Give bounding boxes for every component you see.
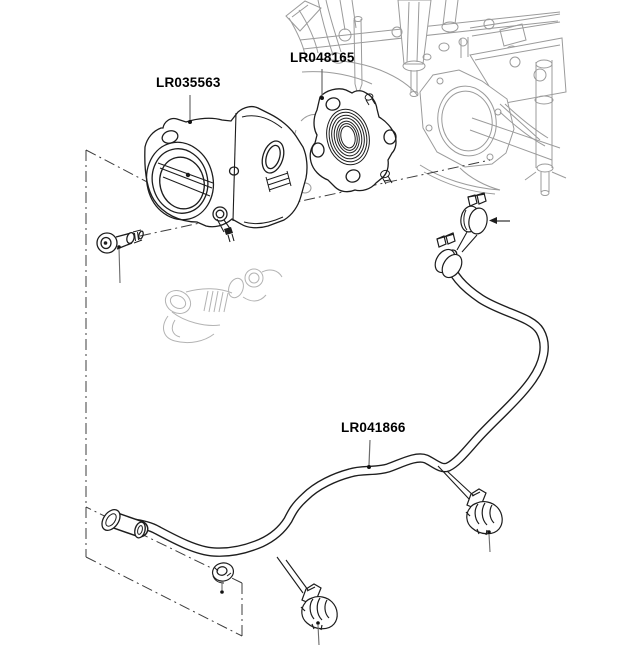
gasket-ribbed-bore [326,108,370,166]
hose-clamp-fitted-drawing [434,232,463,279]
part-label-gasket[interactable]: LR048165 [290,50,355,65]
gasket-drawing [309,88,397,193]
part-label-hose[interactable]: LR041866 [341,420,406,435]
retaining-clip-right-drawing [465,488,503,536]
part-label-throttle-body[interactable]: LR035563 [156,75,221,90]
mounting-bolt-drawing [96,229,144,254]
throttle-body-drawing [144,105,308,243]
engine-assembly-ghost [283,0,567,196]
ghost-connector-part [163,268,283,344]
grommet-drawing [211,562,235,584]
gasket-screws [364,93,393,185]
callout-leader-lines [117,69,510,646]
hose-clamp-loose-drawing [460,192,488,235]
